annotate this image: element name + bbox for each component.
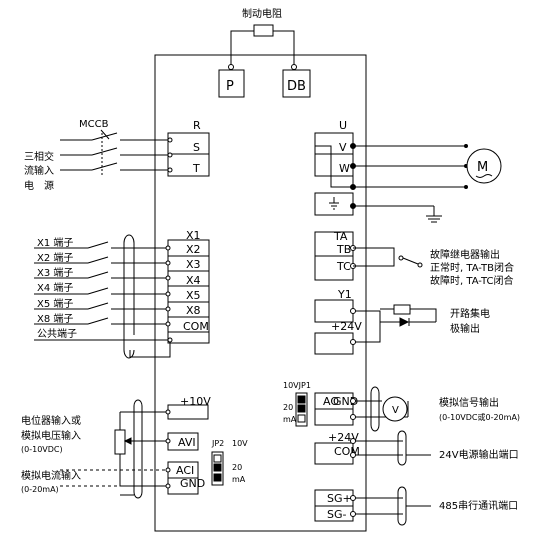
terminal-v-label: V — [339, 141, 347, 154]
open-collector-resistor — [393, 304, 411, 315]
terminal-t-label: T — [192, 162, 200, 175]
terminal-x5-label: X5 — [186, 289, 201, 302]
pot-label-2: 模拟电压输入 — [21, 429, 81, 442]
input-label-x8: X8 端子 — [37, 312, 73, 325]
open-collector-diode — [399, 317, 410, 327]
terminal-ao-label: AO — [323, 395, 339, 408]
terminal-u-label: U — [339, 119, 347, 132]
terminal-tc-label: TC — [336, 260, 351, 273]
brake-resistor-label: 制动电阻 — [242, 7, 282, 20]
terminal-x8-label: X8 — [186, 304, 201, 317]
input-label-x1: X1 端子 — [37, 236, 73, 249]
jp2-ma-label: mA — [232, 475, 246, 484]
power-input-label-3: 电 源 — [24, 179, 54, 192]
brake-resistor-symbol — [253, 24, 274, 37]
jp2-label: JP2 — [211, 439, 224, 448]
open-collector-label-1: 开路集电 — [450, 307, 490, 320]
jp2-10v-label: 10V — [232, 439, 248, 448]
terminal-db — [282, 69, 311, 98]
mccb-label: MCCB — [79, 119, 109, 130]
comm-port-label: 485串行通讯端口 — [439, 499, 518, 512]
input-label-x2: X2 端子 — [37, 251, 73, 264]
terminal-r-label: R — [193, 119, 201, 132]
terminal-aci-label: ACI — [176, 464, 194, 477]
motor-symbol — [466, 148, 502, 184]
jumper-jp1[interactable] — [295, 392, 308, 427]
input-label-x4: X4 端子 — [37, 281, 73, 294]
terminal-com-label: COM — [183, 320, 209, 333]
terminal-x4-label: X4 — [186, 274, 201, 287]
relay-label-1: 故障继电器输出 — [430, 248, 500, 261]
jp1-option-ma: mA — [283, 415, 297, 424]
power-output-label: 24V电源输出端口 — [439, 448, 519, 461]
terminal-x2-label: X2 — [186, 243, 201, 256]
terminal-p — [218, 69, 245, 98]
open-collector-label-2: 极输出 — [450, 322, 480, 335]
current-input-label-1: 模拟电流输入 — [21, 469, 81, 482]
input-label-x5: X5 端子 — [37, 297, 73, 310]
terminal-24v-label: +24V — [331, 320, 362, 333]
current-input-label-2: (0-20mA) — [21, 485, 59, 494]
terminal-sgplus-label: SG+ — [327, 492, 352, 505]
terminal-gnd-label: GND — [180, 477, 205, 490]
pot-label-1: 电位器输入或 — [21, 414, 81, 427]
y1-terminal-block — [314, 299, 354, 323]
relay-label-3: 故障时, TA-TC闭合 — [430, 274, 514, 287]
terminal-sgminus-label: SG- — [327, 508, 347, 521]
terminal-10v-label: +10V — [180, 395, 211, 408]
voltmeter-label: V — [392, 405, 399, 416]
terminal-x1-label: X1 — [186, 229, 201, 242]
jp1-label: 10VJP1 — [283, 381, 311, 390]
terminal-y1-label: Y1 — [337, 288, 352, 301]
analog-output-label-1: 模拟信号输出 — [439, 396, 499, 409]
terminal-db-label: DB — [287, 79, 306, 94]
input-label-com: 公共端子 — [37, 327, 77, 340]
relay-label-2: 正常时, TA-TB闭合 — [430, 261, 514, 274]
terminal-w-label: W — [339, 162, 350, 175]
terminal-x3-label: X3 — [186, 258, 201, 271]
pot-label-3: (0-10VDC) — [21, 445, 63, 454]
jp1-option-20: 20 — [283, 403, 293, 412]
motor-label: M — [477, 160, 488, 175]
voltmeter-symbol — [382, 396, 408, 422]
potentiometer-symbol — [114, 429, 126, 455]
analog-output-label-2: (0-10VDC或0-20mA) — [439, 412, 520, 422]
terminal-power-com-label: COM — [334, 445, 360, 458]
terminal-ta-label: TA — [333, 230, 348, 243]
jp2-20-label: 20 — [232, 463, 242, 472]
jumper-jp2[interactable] — [211, 451, 224, 486]
inverter-body — [154, 54, 367, 532]
input-label-x3: X3 端子 — [37, 266, 73, 279]
terminal-s-label: S — [193, 141, 200, 154]
terminal-p-label: P — [226, 79, 234, 94]
power-input-label-2: 流输入 — [24, 164, 54, 177]
plus24v-terminal-block — [314, 332, 354, 355]
power-input-label-1: 三相交 — [24, 150, 54, 163]
terminal-tb-label: TB — [336, 243, 351, 256]
terminal-avi-label: AVI — [178, 436, 196, 449]
